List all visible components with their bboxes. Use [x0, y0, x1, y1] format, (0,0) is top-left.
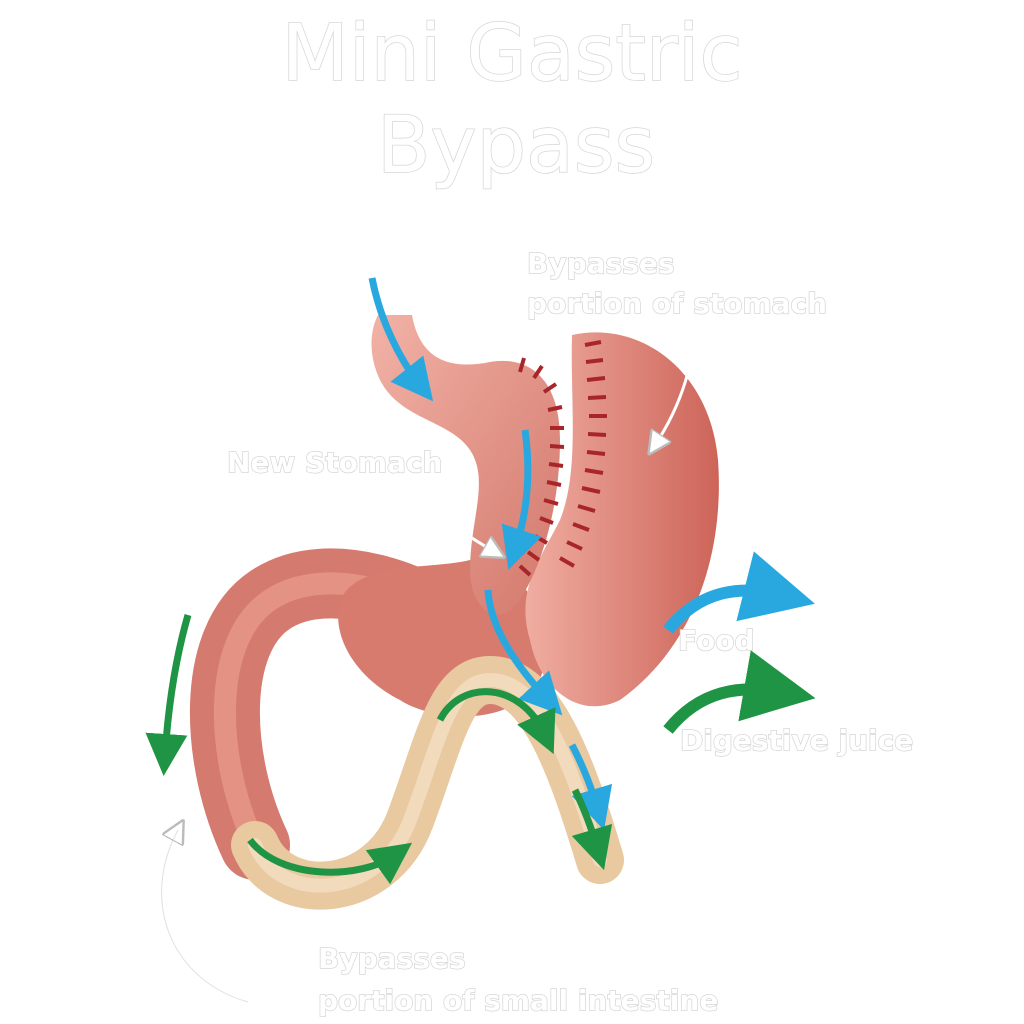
legend-food: Food [663, 551, 815, 658]
digestive-juice-arrow-icon [663, 650, 816, 734]
label-new-stomach: New Stomach [227, 446, 442, 479]
title-line-2: Bypass [377, 101, 655, 191]
legend-digestive-juice-label: Digestive juice [680, 724, 913, 757]
food-flow-arrows [368, 277, 613, 831]
legend-digestive-juice: Digestive juice [663, 650, 914, 758]
pointer-arrow-stomach [655, 334, 697, 445]
digestive-juice-flow-arrows [145, 614, 613, 885]
pointer-arrow-new-stomach [399, 483, 495, 552]
legend-food-label: Food [678, 624, 755, 657]
label-bypass-stomach-line-2: portion of stomach [527, 287, 827, 320]
bypassed-stomach [525, 332, 719, 707]
food-arrow-icon [663, 551, 815, 634]
label-bypass-intestine-line-2: portion of small intestine [318, 984, 718, 1017]
label-bypass-intestine-line-1: Bypasses [318, 942, 466, 975]
label-bypass-stomach-line-1: Bypasses [527, 247, 675, 280]
title-line-1: Mini Gastric [282, 9, 743, 99]
